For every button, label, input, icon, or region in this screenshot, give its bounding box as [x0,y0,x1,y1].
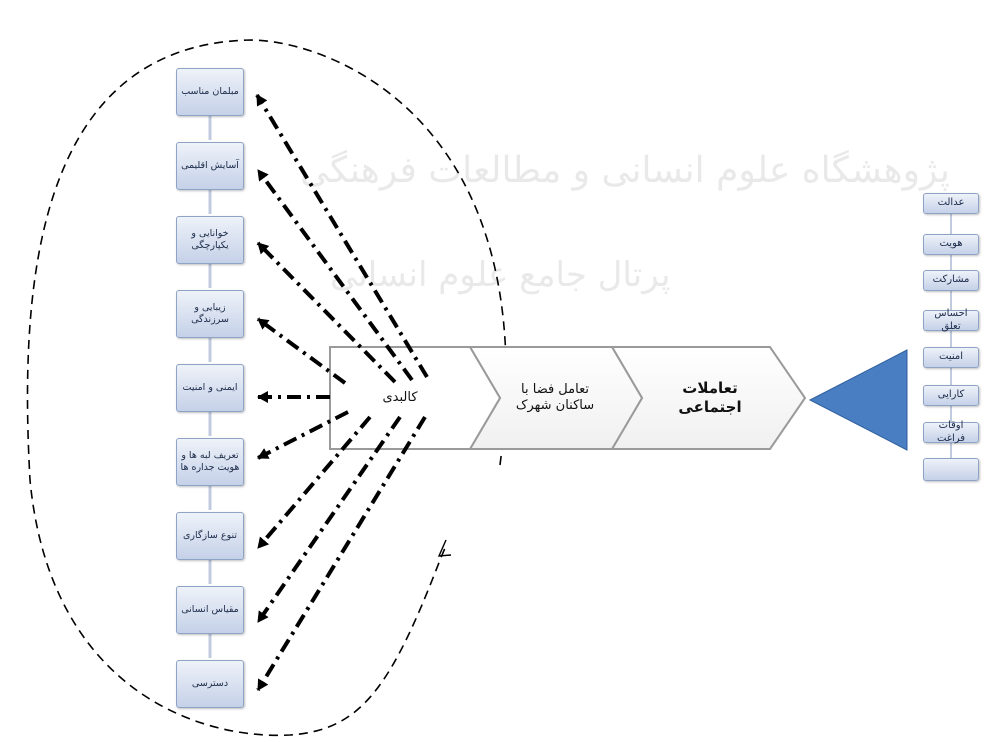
loop-arrow-head [437,539,452,557]
left-item-5: ایمنی و امنیت [176,364,244,412]
right-item-5: امنیت [923,347,979,368]
chevron-social-label: تعاملات اجتماعی [678,379,742,416]
dash-dot-arrows [255,93,429,692]
right-item-4: احساس تعلق [923,308,979,332]
left-item-1: مبلمان مناسب [176,68,244,116]
right-item-7: اوقات فراغت [923,420,979,444]
right-item-6: کارایی [923,385,979,406]
right-item-2: هویت [923,234,979,255]
left-item-9: دسترسی [176,660,244,708]
left-item-6: تعریف لبه ها و هویت جداره ها [176,438,244,486]
left-item-4: زیبایی و سرزندگی [176,290,244,338]
watermark-line-1: پژوهشگاه علوم انسانی و مطالعات فرهنگی [300,150,950,191]
dashed-feedback-loop [26,39,507,737]
chevron-physical-label: کالبدی [382,389,418,405]
blue-triangle [808,349,908,451]
left-item-8: مقیاس انسانی [176,586,244,634]
right-item-1: عدالت [923,193,979,214]
right-item-8-hidden [923,458,979,481]
watermark-line-2: پرتال جامع علوم انسانی [330,255,671,295]
left-item-3: خوانایی و یکپارچگی [176,216,244,264]
right-item-3: مشارکت [923,270,979,291]
left-item-7: تنوع سازگاری [176,512,244,560]
chevron-physical [329,346,502,450]
left-item-2: آسایش اقلیمی [176,142,244,190]
chevron-interaction-label: تعامل فضا با ساکنان شهرک [515,381,595,413]
